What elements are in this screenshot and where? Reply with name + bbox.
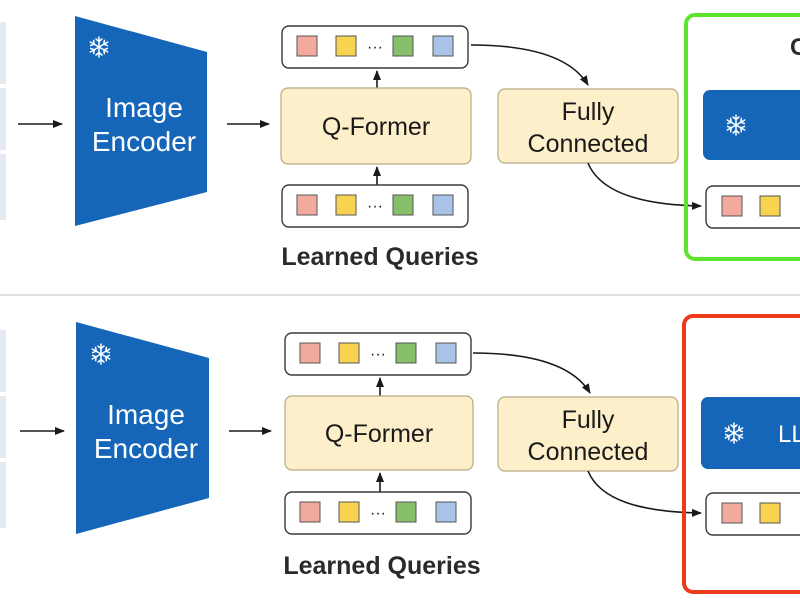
learned-queries-label: Learned Queries (281, 243, 478, 271)
frame-title-fragment: C (790, 34, 800, 61)
token-green (392, 194, 414, 216)
image-encoder: Image Encoder (75, 16, 207, 226)
arrow-fc-to-llm-input (587, 470, 702, 517)
frozen-llm-frame-green: C (684, 13, 800, 261)
token-green (395, 342, 417, 364)
query-output-tokens: ··· (284, 332, 472, 376)
frozen-llm-frame-red: LL (682, 314, 800, 594)
fc-label-line2: Connected (528, 130, 649, 158)
bottom-panel: Image Encoder ··· Q-Former ··· Learned Q (0, 314, 800, 594)
token-red (721, 195, 743, 217)
token-red (299, 342, 321, 364)
encoder-label-line2: Encoder (92, 126, 196, 157)
token-ellipsis: ··· (367, 39, 383, 56)
qformer-label: Q-Former (322, 113, 430, 141)
image-encoder: Image Encoder (76, 322, 209, 534)
arrow-output-to-fc (472, 352, 591, 394)
fc-label-line1: Fully (562, 406, 615, 434)
token-yellow (759, 502, 781, 524)
arrow-output-to-fc (470, 44, 589, 86)
top-panel: Image Encoder ··· Q-Former ··· Learned Q (0, 13, 800, 271)
llm-block (701, 397, 800, 469)
token-yellow (338, 501, 360, 523)
arrow-fc-to-llm-input (587, 162, 702, 210)
token-ellipsis: ··· (367, 198, 383, 215)
token-yellow (335, 35, 357, 57)
llm-input-tokens (705, 492, 800, 536)
token-yellow (338, 342, 360, 364)
encoder-label-line2: Encoder (94, 433, 198, 464)
token-blue (435, 501, 457, 523)
learned-queries-label: Learned Queries (283, 552, 480, 580)
token-blue (435, 342, 457, 364)
token-blue (432, 35, 454, 57)
llm-input-tokens (705, 185, 800, 229)
token-blue (432, 194, 454, 216)
fc-label-line2: Connected (528, 438, 649, 466)
token-yellow (335, 194, 357, 216)
fc-label-line1: Fully (562, 98, 615, 126)
token-ellipsis: ··· (370, 505, 386, 522)
llm-label-fragment: LL (778, 421, 800, 448)
token-red (296, 194, 318, 216)
llm-block (703, 90, 800, 160)
query-output-tokens: ··· (281, 25, 469, 69)
encoder-label-line1: Image (107, 399, 185, 430)
token-red (299, 501, 321, 523)
encoder-label-line1: Image (105, 92, 183, 123)
qformer-label: Q-Former (325, 420, 433, 448)
q-former: Q-Former (284, 395, 474, 471)
input-image-strip (0, 330, 6, 528)
token-yellow (759, 195, 781, 217)
token-green (392, 35, 414, 57)
token-green (395, 501, 417, 523)
q-former: Q-Former (280, 87, 472, 165)
fully-connected: Fully Connected (497, 88, 679, 164)
fully-connected: Fully Connected (497, 396, 679, 472)
learned-query-tokens: ··· (281, 184, 469, 228)
token-red (296, 35, 318, 57)
token-ellipsis: ··· (370, 346, 386, 363)
input-image-strip (0, 22, 6, 220)
token-red (721, 502, 743, 524)
learned-query-tokens: ··· (284, 491, 472, 535)
